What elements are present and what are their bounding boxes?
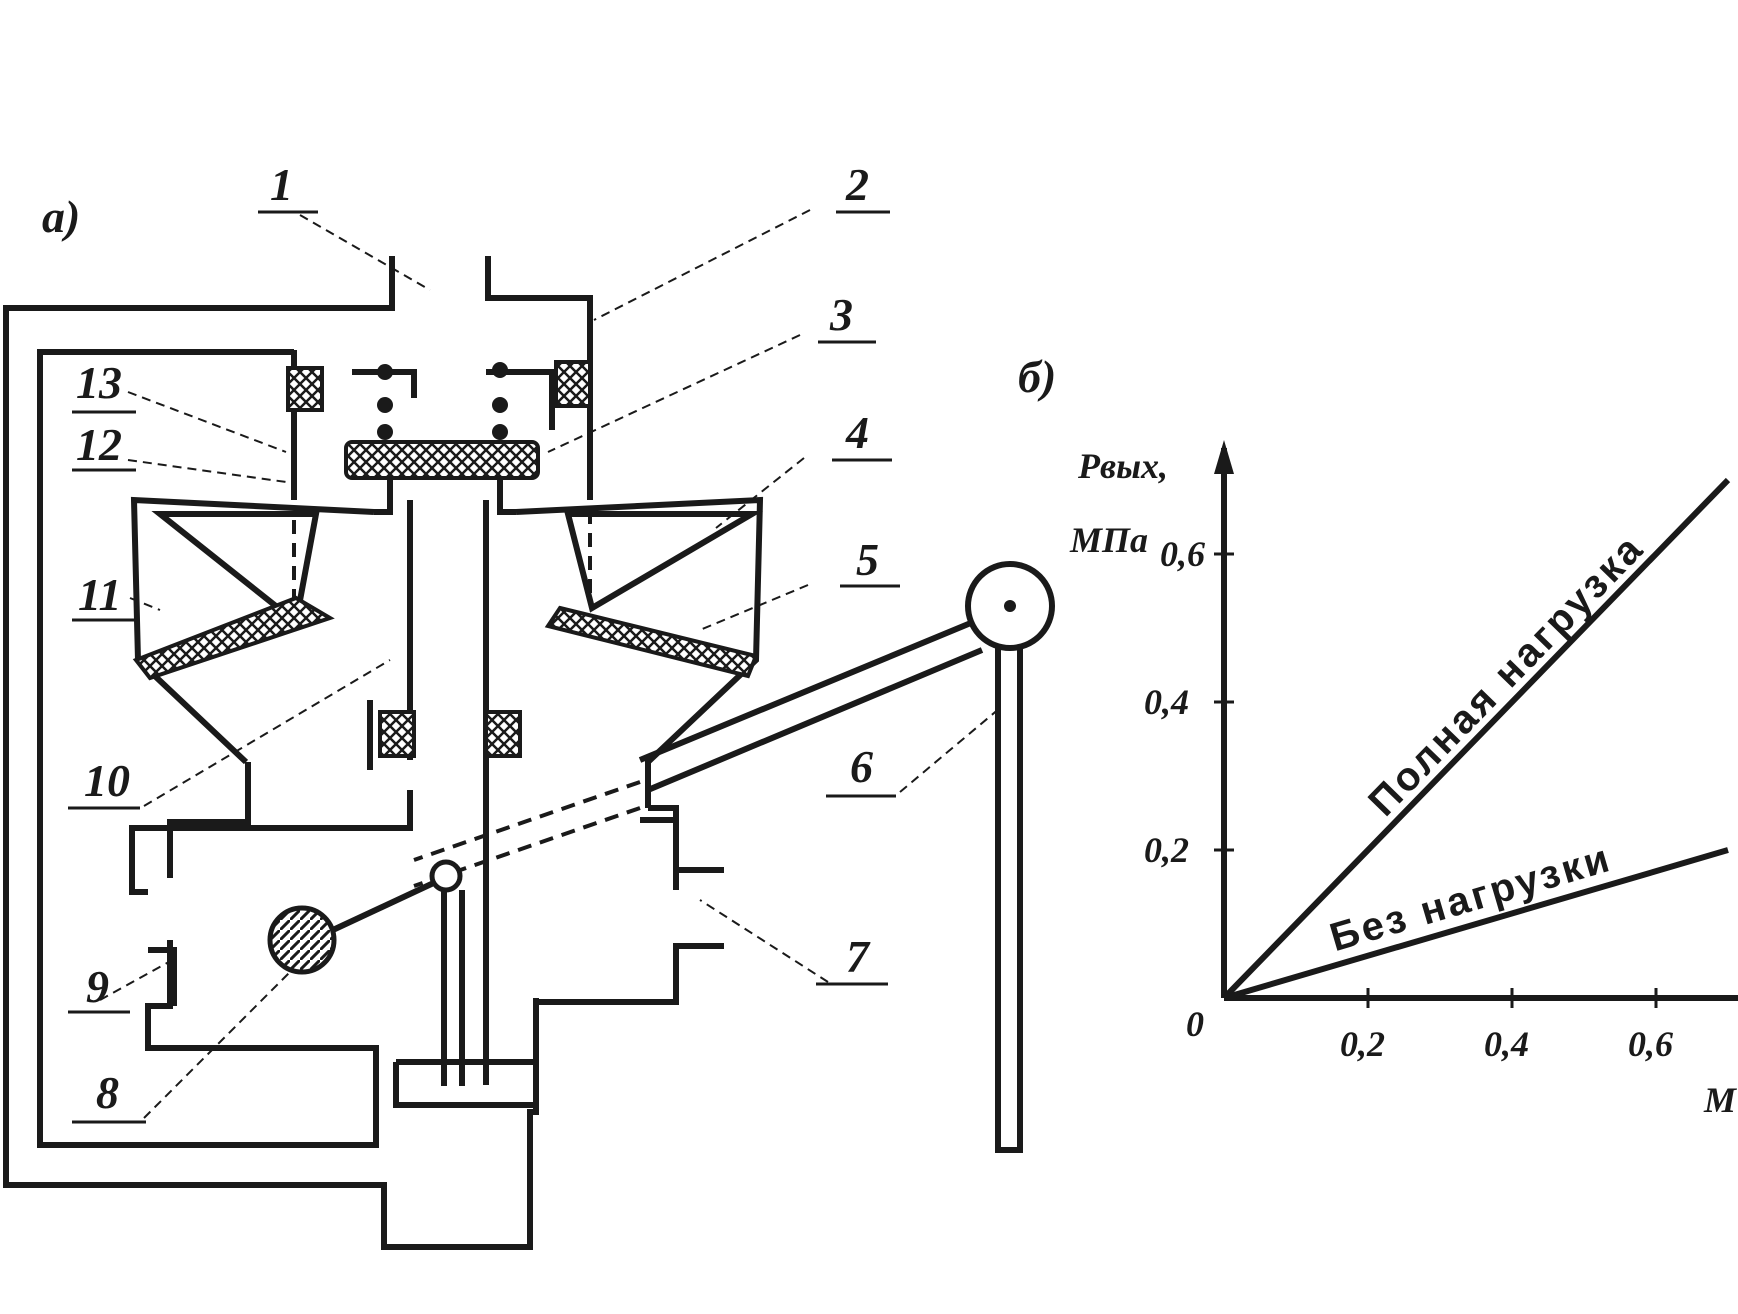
part-label-8: 8 [96,1067,119,1118]
spring-chamber-cap-right [486,369,555,430]
spring-chamber-cap-left [352,369,417,398]
leader-12 [127,459,287,483]
y-axis-label: Pвых, [1077,446,1168,486]
y-tick-label: 0,6 [1160,534,1205,574]
diaphragm-left [132,595,335,681]
part-label-5: 5 [856,534,879,585]
leader-3 [547,334,801,453]
leader-10 [143,659,391,807]
part-label-4: 4 [845,407,869,458]
seal-mid-right [484,710,522,758]
wedge-right [564,511,764,613]
inner-housing [37,349,379,1148]
leader-11 [129,597,161,611]
outer-housing [3,256,539,1250]
origin-label: 0 [1186,1004,1204,1044]
leader-6 [899,707,1001,793]
x-axis-label: М [1703,1080,1738,1120]
leader-4 [715,457,805,529]
x-tick-label: 0,6 [1628,1024,1673,1064]
lever-hidden-1 [413,780,641,862]
inner-left-step [167,762,251,878]
lever-hub-center [1004,600,1016,612]
y-axis-arrow [1214,440,1234,474]
spring-coil-dot [492,424,508,440]
part-label-13: 13 [76,357,122,408]
wedge-left [151,511,320,628]
part-label-7: 7 [846,931,871,982]
part-label-12: 12 [76,419,122,470]
leader-8 [143,971,291,1119]
lever-handle [995,648,1023,1153]
lever-hidden-2 [413,806,641,888]
series-label-full-load: Полная нагрузка [1360,526,1653,825]
float-arm [318,877,442,939]
spring-coil-dot [492,397,508,413]
part-label-6: 6 [850,741,873,792]
leader-5 [699,584,809,631]
external-lever [638,617,984,793]
panel-label-a: а) [42,191,80,242]
diaphragm-right [544,605,759,679]
leader-9 [99,957,177,1001]
label-underlines [68,210,900,1124]
spring-coil-dot [377,364,393,380]
lower-chamber [129,790,413,895]
diaphragm-housing-left [130,496,375,765]
seal-top-right [554,360,592,408]
leader-1 [299,214,431,291]
part-label-10: 10 [84,755,130,806]
part-label-9: 9 [86,961,109,1012]
panel-label-b: б) [1018,351,1056,402]
x-tick-label: 0,2 [1340,1024,1385,1064]
push-rod [441,890,465,1086]
y-tick-label: 0,2 [1144,830,1189,870]
leader-13 [127,391,287,453]
regulator-drawing: 1 2 3 4 5 6 7 8 9 10 11 12 13 [3,159,1055,1250]
x-tick-label: 0,4 [1484,1024,1529,1064]
stem-right [497,478,516,515]
leader-7 [699,899,829,983]
spring-coil-dot [377,397,393,413]
spring-coil-dot [377,424,393,440]
part-label-11: 11 [78,569,121,620]
lever-pivot [429,859,463,893]
pressure-graph: 0,2 0,4 0,6 0,2 0,4 0,6 Pвых, МПа М 0 Полная … [1069,440,1738,1120]
bottom-plug [393,1059,539,1108]
valve-disc [344,440,540,480]
axis-ticks: 0,2 0,4 0,6 0,2 0,4 0,6 [1144,534,1673,1064]
float-ball [267,905,337,975]
seal-top-left [286,366,324,412]
lower-chamber-bottom [148,947,177,1006]
housing-top-right [485,256,593,368]
seal-mid-left [378,710,416,758]
outlet-lower [536,943,724,1005]
series-lines [1221,477,1731,1001]
y-axis-unit: МПа [1069,520,1148,560]
part-label-1: 1 [270,159,293,210]
series-line-no-load [1223,847,1729,1001]
y-tick-label: 0,4 [1144,682,1189,722]
leader-2 [593,209,811,321]
spring-coil-dot [492,362,508,378]
stem-left [374,480,393,515]
outlet-steps [648,805,724,890]
part-label-3: 3 [829,289,853,340]
series-line-full-load [1221,477,1731,1001]
part-label-2: 2 [845,159,869,210]
